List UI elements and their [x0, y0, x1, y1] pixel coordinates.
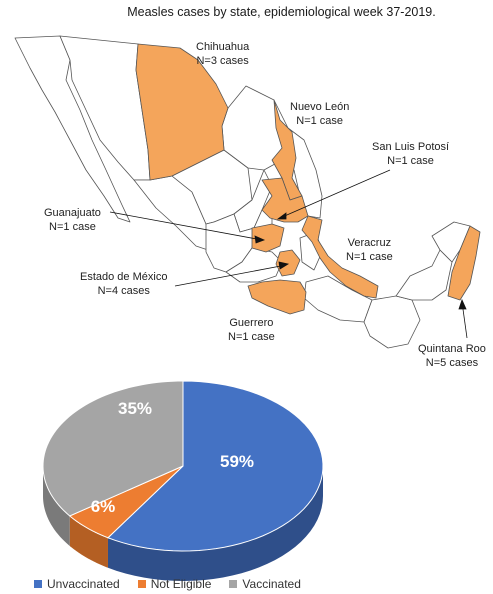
arrow-guanajuato: [109, 211, 263, 241]
arrow-san-luis-potosi: [279, 169, 391, 219]
mexico-map: [14, 35, 481, 349]
chart-title: Measles cases by state, epidemiological …: [127, 5, 436, 19]
legend-swatch-not-eligible: [137, 580, 146, 588]
pie-side-unvaccinated: [107, 466, 323, 581]
legend-label-unvaccinated: Unvaccinated: [47, 577, 120, 591]
legend-item-not-eligible: Not Eligible: [137, 577, 212, 591]
legend-swatch-unvaccinated: [34, 580, 42, 588]
arrow-estado-de-mexico: [174, 264, 287, 287]
pie-slice-not-eligible: [68, 465, 184, 539]
guerrero-shape: [247, 279, 307, 315]
legend-label-not-eligible: Not Eligible: [150, 577, 212, 591]
chart-legend: Unvaccinated Not Eligible Vaccinated: [34, 577, 301, 591]
chihuahua-shape: [135, 43, 229, 181]
pie-side-vaccinated: [43, 466, 70, 546]
pie-slice-vaccinated: [42, 380, 184, 517]
baja-california-shape: [14, 35, 131, 223]
pie-side-not-eligible: [69, 515, 108, 568]
veracruz-shape: [301, 215, 379, 299]
pie-slice-unvaccinated: [107, 380, 324, 552]
estado-de-mexico-shape: [275, 249, 301, 277]
guanajuato-shape: [251, 223, 285, 253]
legend-swatch-vaccinated: [229, 580, 238, 588]
chiapas-shape: [363, 295, 421, 349]
pie-label-vaccinated: 35%: [118, 399, 152, 418]
pie-label-unvaccinated: 59%: [220, 452, 254, 471]
pie-label-not-eligible: 6%: [91, 497, 116, 516]
legend-item-unvaccinated: Unvaccinated: [34, 577, 120, 591]
legend-label-vaccinated: Vaccinated: [242, 577, 301, 591]
quintana-roo-shape: [447, 225, 481, 301]
legend-item-vaccinated: Vaccinated: [229, 577, 301, 591]
